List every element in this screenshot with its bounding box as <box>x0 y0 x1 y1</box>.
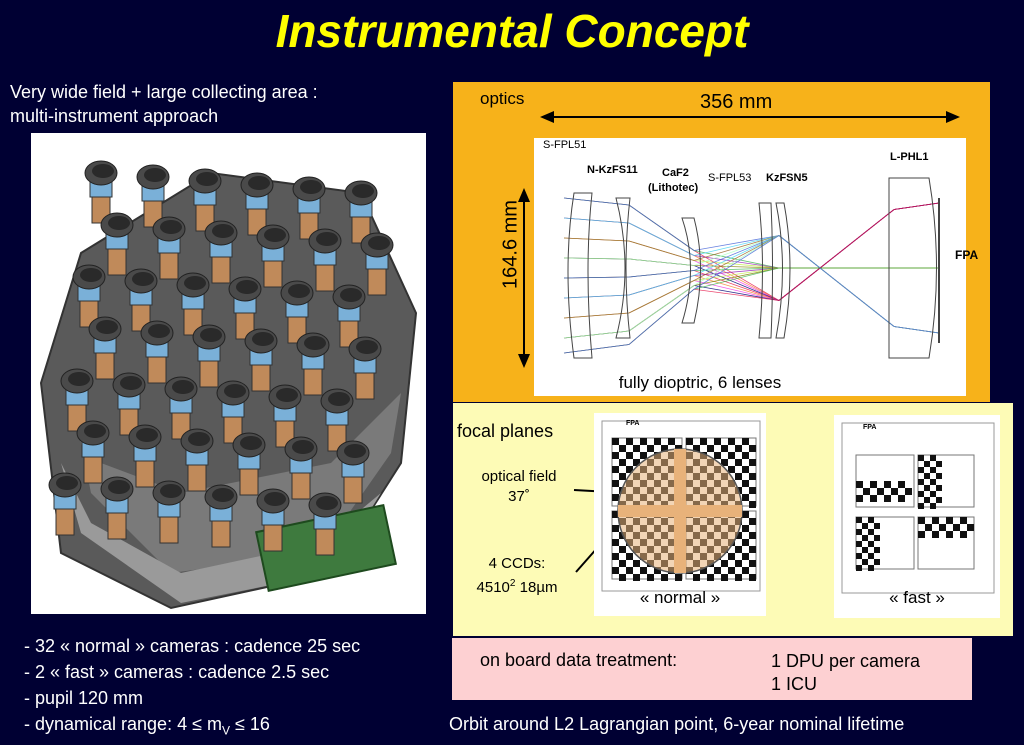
intro-text: Very wide field + large collecting area … <box>10 80 318 128</box>
fast-caption: « fast » <box>889 588 945 607</box>
page-title: Instrumental Concept <box>275 5 749 57</box>
lens-label-sfpl53: S-FPL53 <box>708 172 752 184</box>
optics-height-label: 164.6 mm <box>499 200 522 289</box>
camera-array-drawing <box>39 160 418 610</box>
focal-planes-label: focal planes <box>457 421 554 441</box>
optical-field-label: optical field 37˚ <box>481 468 557 505</box>
ray-trace-drawing <box>563 177 940 359</box>
normal-focal-plane <box>594 413 766 616</box>
camera-specs-list: - 32 « normal » cameras : cadence 25 sec… <box>24 633 360 744</box>
fast-focal-plane <box>834 415 1000 618</box>
height-arrow <box>518 188 530 368</box>
intro-line-1: Very wide field + large collecting area … <box>10 82 318 102</box>
lens-label-caf2: CaF2 <box>662 167 689 179</box>
optical-layout-diagram <box>534 138 966 396</box>
length-arrow <box>540 111 960 123</box>
lens-label-nkzfs11: N-KzFS11 <box>587 164 638 176</box>
bullet-normal-cameras: - 32 « normal » cameras : cadence 25 sec <box>24 636 361 656</box>
orbit-text: Orbit around L2 Lagrangian point, 6-year… <box>449 714 905 734</box>
normal-fpa-drawing <box>601 420 761 592</box>
normal-caption: « normal » <box>639 588 721 607</box>
ccd-label: 4 CCDs: 45102 18µm <box>476 555 558 596</box>
normal-fpa-tag: FPA <box>626 420 640 427</box>
data-treatment-values: 1 DPU per camera 1 ICU <box>771 650 920 696</box>
fast-fpa-drawing <box>841 422 995 594</box>
camera-array-illustration <box>31 133 426 614</box>
data-treatment-label: on board data treatment: <box>480 650 678 670</box>
lens-label-kzfsn5: KzFSN5 <box>766 172 808 184</box>
fpa-label: FPA <box>955 248 979 262</box>
lens-label-lithotec: (Lithotec) <box>648 182 699 194</box>
data-treatment-panel <box>452 638 972 700</box>
dpu-value: 1 DPU per camera <box>771 651 921 671</box>
icu-value: 1 ICU <box>771 674 818 694</box>
fast-fpa-tag: FPA <box>863 424 877 431</box>
bullet-dynamical-range: - dynamical range: 4 ≤ mV ≤ 16 <box>24 714 270 738</box>
lens-label-lphl1: L-PHL1 <box>890 151 929 163</box>
lens-label-sfpl51: S-FPL51 <box>543 139 587 151</box>
intro-line-2: multi-instrument approach <box>10 106 219 126</box>
bullet-pupil: - pupil 120 mm <box>24 688 144 708</box>
optics-caption: fully dioptric, 6 lenses <box>618 373 782 392</box>
bullet-fast-cameras: - 2 « fast » cameras : cadence 2.5 sec <box>24 662 330 682</box>
optics-length-label: 356 mm <box>700 91 773 113</box>
optics-label: optics <box>480 89 525 108</box>
